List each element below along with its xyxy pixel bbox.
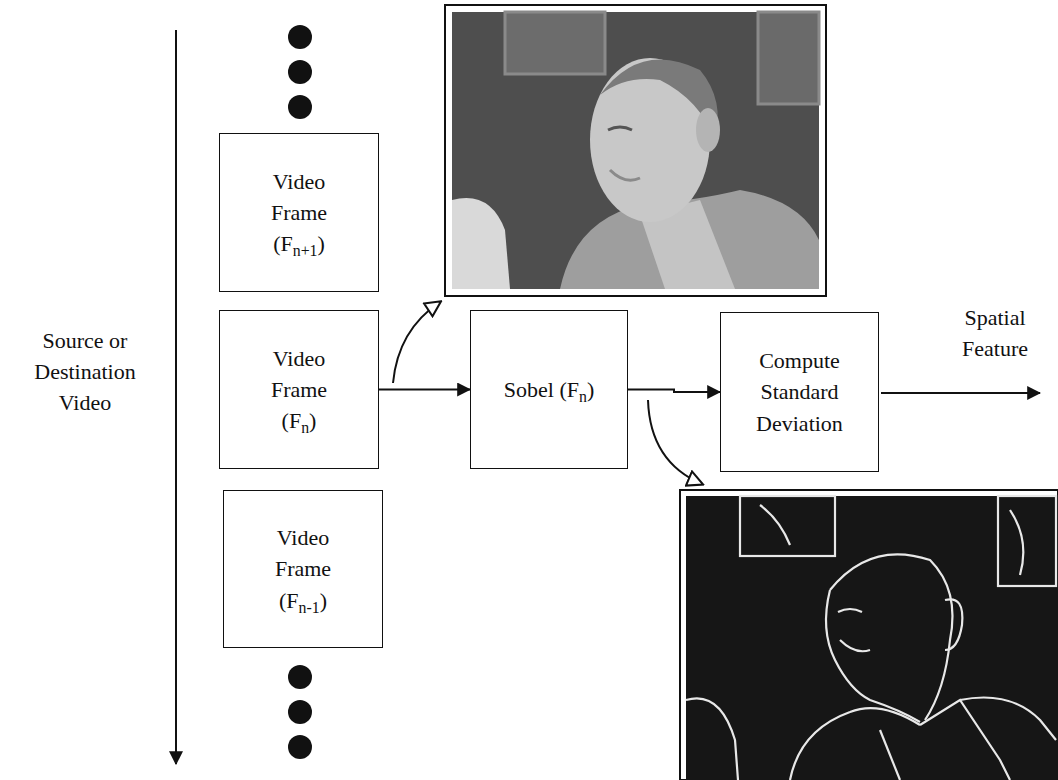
output-label: Spatial Feature — [945, 302, 1045, 364]
process-box: Compute Standard Deviation — [720, 312, 879, 472]
text-part: (F — [273, 231, 293, 256]
edge-line — [760, 505, 790, 545]
sweater — [560, 190, 819, 289]
process-box: Sobel (Fn) — [470, 310, 628, 469]
ellipsis-dot — [288, 60, 312, 84]
edge-line — [1010, 510, 1023, 575]
text-group: Video Frame(Fn-1) — [257, 522, 349, 616]
edge-line — [960, 698, 1056, 741]
edge-line — [920, 700, 1010, 780]
ear — [696, 108, 720, 152]
text-part: (F — [279, 588, 299, 613]
text-part: ) — [309, 408, 316, 433]
subscript: n — [301, 419, 309, 436]
edge-line — [840, 640, 870, 651]
edge-line — [686, 698, 738, 780]
text-group: Video Frame(Fn) — [253, 343, 345, 437]
box-text: (Fn-1) — [279, 585, 327, 616]
time-axis-arrow — [175, 30, 177, 764]
eye — [608, 127, 632, 130]
subscript: n-1 — [299, 598, 320, 615]
subscript: n+1 — [293, 242, 318, 259]
text-part: Sobel (F — [504, 377, 579, 402]
edge-background — [686, 496, 1058, 780]
subscript: n — [579, 388, 587, 405]
box-text: Compute Standard Deviation — [740, 345, 860, 439]
photo-frame — [445, 5, 826, 296]
sobel-edge-image — [680, 490, 1058, 780]
edge-line — [880, 730, 900, 780]
axis-label: Source or Destination Video — [15, 325, 155, 419]
mouth — [610, 170, 640, 180]
box-text: (Fn) — [282, 405, 317, 436]
wall-picture — [505, 12, 605, 74]
text-group: Compute Standard Deviation — [740, 345, 860, 439]
text-part: (F — [282, 408, 302, 433]
edge-line — [830, 554, 953, 720]
callout-curve — [393, 302, 440, 383]
foreground-blur — [452, 198, 510, 289]
text-group: Video Frame(Fn+1) — [253, 166, 345, 260]
ellipsis-dot — [288, 25, 312, 49]
video-frame-box: Video Frame(Fn-1) — [223, 490, 383, 648]
flow-arrow — [379, 389, 470, 391]
edge-line — [740, 496, 835, 556]
text-part: ) — [587, 377, 594, 402]
photo-background — [452, 12, 819, 289]
callout-curve — [648, 400, 702, 484]
wall-picture — [758, 12, 819, 104]
ellipsis-dot — [288, 735, 312, 759]
output-arrow — [881, 392, 1040, 394]
video-frame-photo — [445, 5, 826, 296]
text-part: ) — [318, 231, 325, 256]
edge-lines — [686, 496, 1056, 780]
box-text: (Fn+1) — [273, 228, 325, 259]
video-frame-box: Video Frame(Fn) — [219, 310, 379, 469]
edge-line — [945, 599, 962, 650]
ellipsis-dot — [288, 95, 312, 119]
flow-arrow — [628, 390, 720, 393]
ellipsis-dot — [288, 700, 312, 724]
edge-line — [838, 609, 862, 612]
box-text: Sobel (Fn) — [504, 374, 594, 405]
video-frame-box: Video Frame(Fn+1) — [219, 133, 379, 292]
edge-line — [790, 708, 920, 780]
ellipsis-dot — [288, 665, 312, 689]
box-text: Video Frame — [257, 522, 349, 584]
photo-frame — [680, 490, 1058, 780]
edge-line — [826, 590, 920, 722]
text-part: ) — [320, 588, 327, 613]
box-text: Video Frame — [253, 343, 345, 405]
edge-line — [998, 496, 1056, 586]
text-group: Sobel (Fn) — [504, 374, 594, 405]
box-text: Video Frame — [253, 166, 345, 228]
